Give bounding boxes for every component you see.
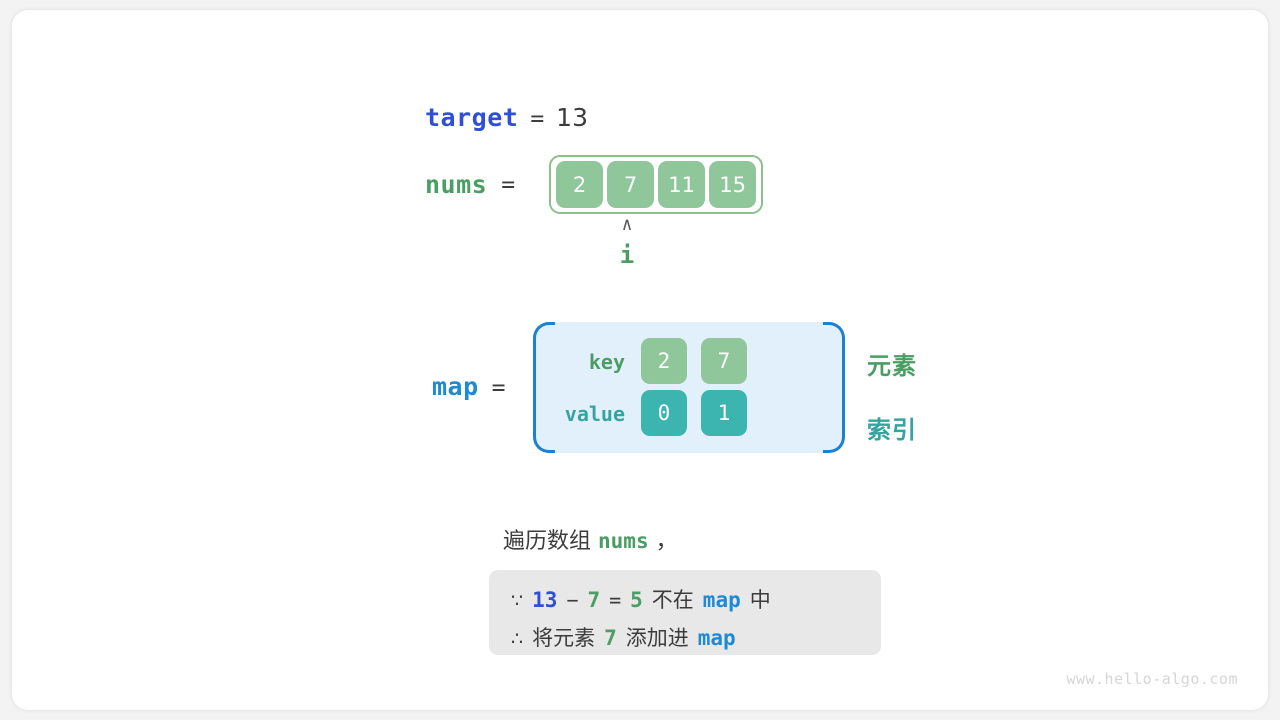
nums-equals: =: [501, 171, 516, 198]
caption-code: nums: [598, 529, 649, 553]
note-complement-value: 5: [630, 588, 643, 612]
equals-operator: =: [609, 588, 622, 612]
note-map-ref: map: [702, 588, 741, 612]
key-row-label: key: [588, 350, 625, 374]
target-row: target = 13: [425, 103, 588, 132]
nums-row: nums = 2 7 11 15: [425, 155, 764, 214]
note-target-value: 13: [532, 588, 558, 612]
note-text-add-element: 将元素: [532, 626, 596, 650]
value-row-label: value: [564, 402, 625, 426]
caption: 遍历数组 nums ，: [503, 523, 678, 555]
array-cell: 2: [556, 161, 604, 208]
note-text-add-into: 添加进: [625, 626, 689, 650]
note-map-ref: map: [697, 626, 736, 650]
index-pointer: ∧ i: [604, 216, 650, 270]
minus-operator: −: [566, 588, 579, 612]
map-label-row: map =: [432, 372, 506, 401]
caption-suffix: ，: [655, 529, 678, 554]
map-grid: key 2 7 value 0 1: [559, 336, 761, 440]
map-key-cell: 7: [701, 338, 747, 384]
map-key-cell: 2: [641, 338, 687, 384]
element-label: 元素: [867, 352, 917, 380]
nums-array: 2 7 11 15: [549, 155, 764, 214]
note-added-value: 7: [604, 626, 617, 650]
note-current-value: 7: [587, 588, 601, 612]
caret-icon: ∧: [621, 214, 633, 235]
array-cell: 15: [709, 161, 757, 208]
note-line-2: ∴ 将元素 7 添加进 map: [511, 620, 859, 658]
map-value-cell: 0: [641, 390, 687, 436]
map-equals: =: [491, 375, 506, 401]
note-text-in: 中: [749, 588, 771, 612]
array-cell: 11: [658, 161, 706, 208]
diagram-card: target = 13 nums = 2 7 11 15 ∧ i map =: [12, 10, 1268, 710]
note-line-1: ∵ 13 − 7 = 5 不在 map 中: [511, 582, 859, 620]
caption-prefix: 遍历数组: [503, 529, 592, 554]
map-value-cell: 1: [701, 390, 747, 436]
nums-label: nums: [425, 170, 488, 199]
watermark: www.hello-algo.com: [1066, 670, 1238, 688]
target-equals: =: [530, 106, 545, 132]
target-label: target: [425, 103, 519, 132]
pointer-label: i: [619, 241, 635, 269]
map-box: key 2 7 value 0 1: [533, 322, 845, 453]
array-cell: 7: [607, 161, 655, 208]
map-label: map: [432, 372, 479, 401]
note-text-not-in: 不在: [651, 588, 694, 612]
index-label: 索引: [867, 416, 917, 444]
target-value: 13: [556, 103, 588, 132]
because-symbol: ∵: [511, 590, 524, 612]
note-box: ∵ 13 − 7 = 5 不在 map 中 ∴ 将元素 7 添加进 map: [489, 570, 881, 655]
therefore-symbol: ∴: [511, 628, 524, 650]
map-side-labels: 元素 索引: [867, 346, 917, 445]
